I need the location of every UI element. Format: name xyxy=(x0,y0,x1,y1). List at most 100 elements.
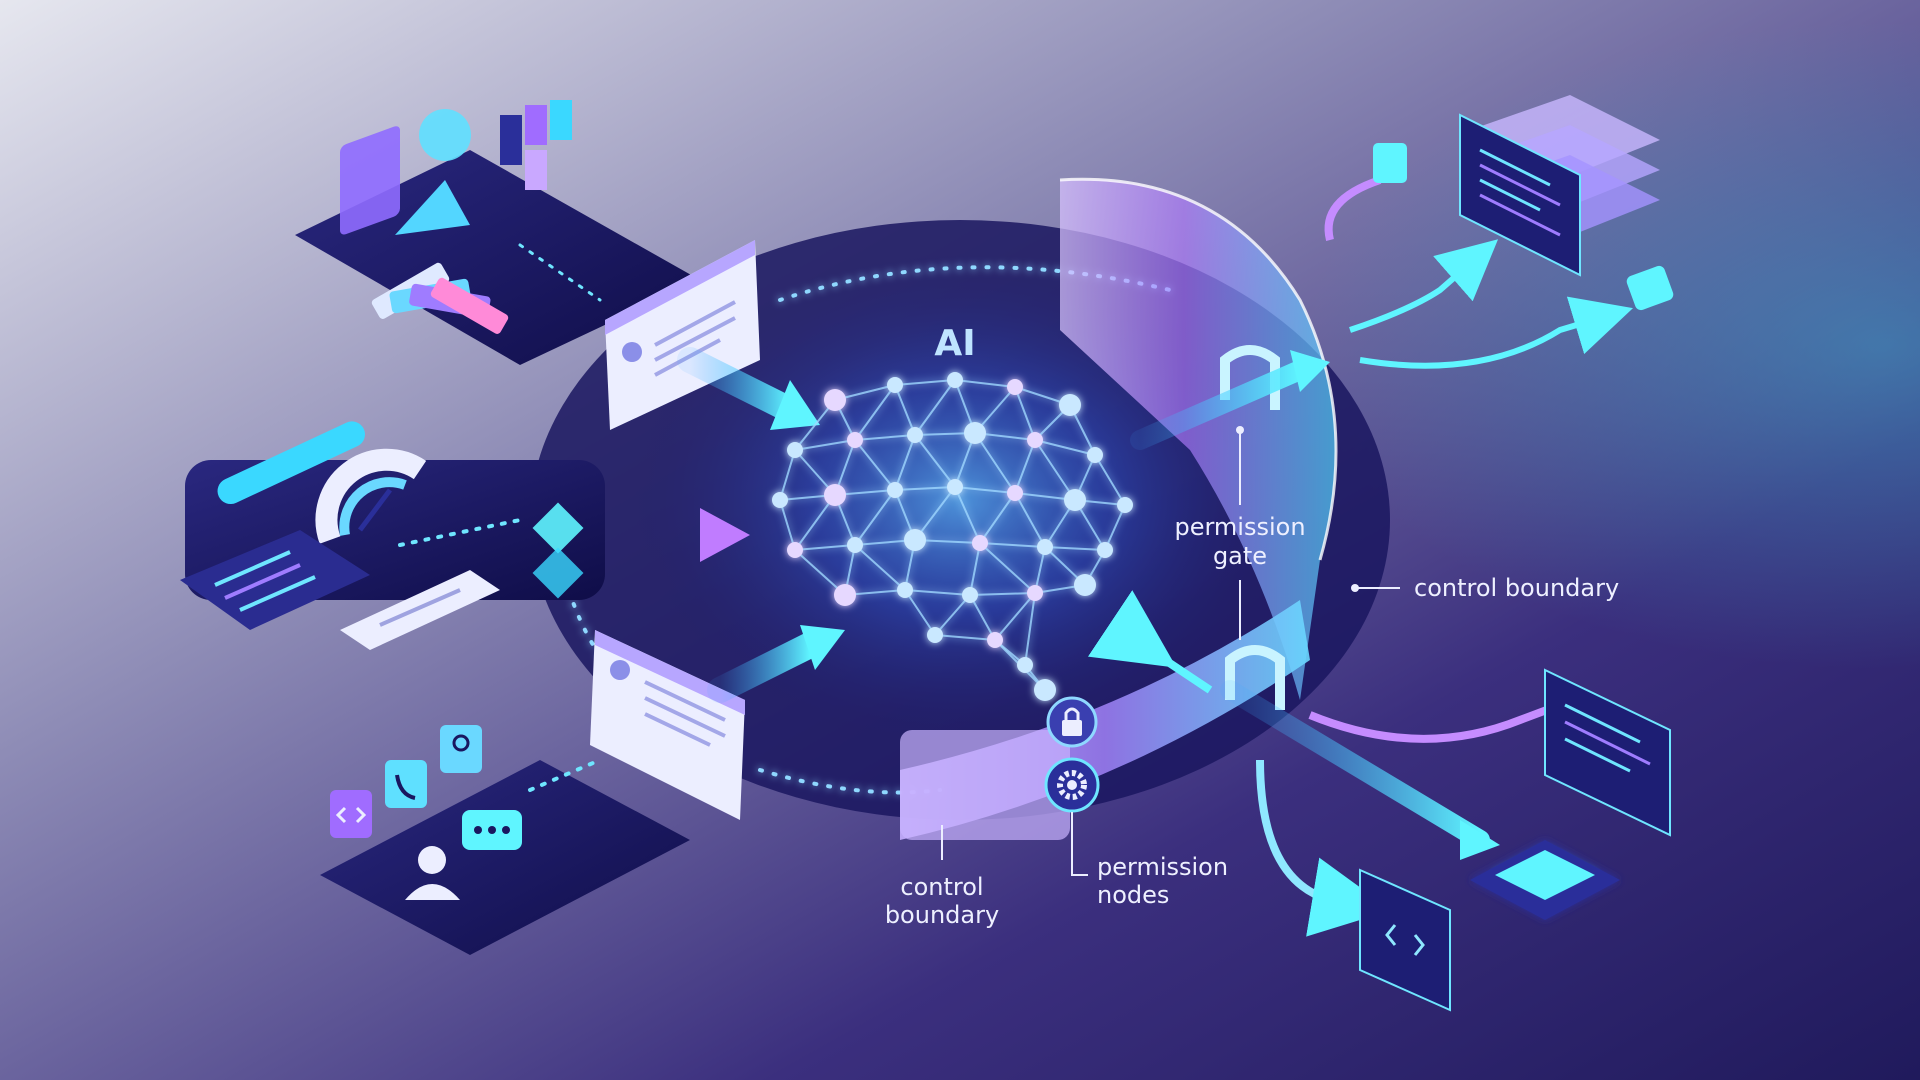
brain-node xyxy=(787,542,803,558)
brain-edge xyxy=(794,544,856,551)
permission-gate-label-line2: gate xyxy=(1213,542,1267,570)
brain-node xyxy=(1007,485,1023,501)
brain-node xyxy=(947,372,963,388)
brain-node xyxy=(987,632,1003,648)
brain-node xyxy=(972,535,988,551)
ai-brain-network xyxy=(772,372,1133,701)
brain-edge xyxy=(1024,592,1036,666)
permission-gate-label-line1: permission xyxy=(1174,513,1305,541)
brain-node xyxy=(1017,657,1033,673)
brain-edge xyxy=(794,549,846,596)
control-boundary-wall xyxy=(900,177,1338,840)
brain-edge xyxy=(934,634,996,641)
user-icon-small xyxy=(440,725,482,773)
glowing-chip-icon xyxy=(1470,840,1620,920)
brain-node xyxy=(1064,489,1086,511)
brain-edge xyxy=(894,486,956,491)
brain-edge xyxy=(954,486,981,544)
brain-edge xyxy=(894,434,916,491)
brain-edge xyxy=(894,379,956,386)
brain-edge xyxy=(914,379,956,436)
document-card-top xyxy=(605,240,760,430)
brain-node xyxy=(962,587,978,603)
dashboard-icon xyxy=(180,530,370,630)
brain-node xyxy=(1059,394,1081,416)
brain-node xyxy=(897,582,913,598)
brain-edge xyxy=(954,379,1016,388)
code-panel-icon xyxy=(1544,668,1671,837)
brain-edge xyxy=(1034,439,1076,501)
control-boundary-bottom-annotation: control boundary xyxy=(885,825,999,929)
permission-gate-annotation: permission gate xyxy=(1174,426,1306,640)
brain-edge xyxy=(934,594,971,636)
brain-node xyxy=(847,537,863,553)
brain-edge xyxy=(779,449,796,501)
brain-node xyxy=(1007,379,1023,395)
brain-node xyxy=(834,584,856,606)
bottom-left-platform xyxy=(320,725,690,955)
brain-edge xyxy=(979,492,1016,544)
brain-edge xyxy=(974,432,1016,494)
brain-edge xyxy=(854,544,906,591)
output-flows xyxy=(1087,176,1633,937)
brain-edge xyxy=(969,594,996,641)
phone-icon xyxy=(385,760,427,808)
control-boundary-right-label: control boundary xyxy=(1414,574,1619,602)
brain-node xyxy=(1097,542,1113,558)
color-swatch-icon xyxy=(371,262,509,334)
brain-node xyxy=(964,422,986,444)
control-boundary-right-annotation: control boundary xyxy=(1351,574,1619,602)
code-window-icon xyxy=(1459,113,1581,277)
brain-node xyxy=(824,484,846,506)
gear-icon xyxy=(1044,757,1100,813)
circle-shape-icon xyxy=(419,109,471,161)
brain-edge xyxy=(994,592,1036,641)
brain-node xyxy=(1037,539,1053,555)
brain-edge xyxy=(914,434,956,488)
brain-node xyxy=(1034,679,1056,701)
gauge-icon xyxy=(315,448,427,544)
arrow-from-bottom xyxy=(707,632,823,703)
permission-nodes-annotation: permission nodes xyxy=(1071,812,1228,909)
brain-edge xyxy=(854,384,896,441)
brain-edge xyxy=(1014,386,1036,441)
connector-cube-right xyxy=(1626,265,1674,311)
brain-node xyxy=(1087,447,1103,463)
document-card-icon xyxy=(340,570,500,650)
brain-edge xyxy=(854,434,916,441)
brain-node xyxy=(847,432,863,448)
permission-gate-arch xyxy=(1220,345,1280,410)
brain-edge xyxy=(1014,492,1046,548)
control-boundary-bottom-label-line1: control xyxy=(900,873,983,901)
code-box-icon xyxy=(1359,868,1451,1012)
brain-node xyxy=(927,627,943,643)
brain-edge xyxy=(779,499,796,551)
brain-edge xyxy=(894,384,916,436)
lock-icon xyxy=(1046,696,1098,748)
permission-nodes-label-line1: permission xyxy=(1097,853,1228,881)
brain-edge xyxy=(914,486,956,541)
ai-label: AI xyxy=(934,323,975,364)
brain-edge xyxy=(854,489,896,546)
brain-edge xyxy=(794,439,856,451)
brain-node xyxy=(787,442,803,458)
brain-edge xyxy=(1104,504,1126,551)
brain-node xyxy=(1027,432,1043,448)
brain-node xyxy=(1074,574,1096,596)
brain-edge xyxy=(954,486,1016,494)
brain-edge xyxy=(1044,546,1106,551)
input-arrows xyxy=(560,347,845,703)
control-boundary-bottom-label-line2: boundary xyxy=(885,901,999,929)
document-card-bottom xyxy=(590,630,745,820)
orbit-dots-bottom xyxy=(758,768,942,795)
brain-node xyxy=(947,479,963,495)
triangle-shape-icon xyxy=(395,180,470,235)
brain-node xyxy=(824,389,846,411)
code-icon xyxy=(330,790,372,838)
brain-edge xyxy=(979,542,1036,594)
brain-edge xyxy=(979,542,1046,548)
chat-bubble-icon xyxy=(462,810,522,850)
middle-left-platform xyxy=(180,421,605,650)
brain-node xyxy=(772,492,788,508)
